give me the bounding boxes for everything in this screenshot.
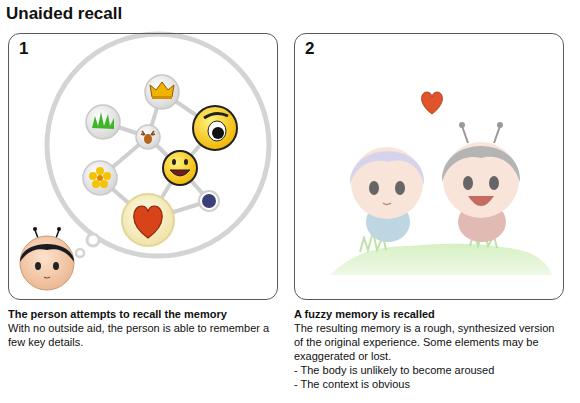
panel-frame: 1	[8, 33, 278, 300]
panel-number: 1	[19, 39, 28, 59]
panel-heading: The person attempts to recall the memory	[8, 307, 278, 321]
page-title: Unaided recall	[6, 4, 122, 24]
memory-icons	[83, 75, 237, 246]
fuzzy-memory	[330, 122, 552, 275]
panel-body: With no outside aid, the person is able …	[8, 321, 278, 349]
panel: 1The person attempts to recall the memor…	[8, 33, 278, 349]
panel-body: The resulting memory is a rough, synthes…	[294, 321, 564, 363]
panel-number: 2	[305, 39, 314, 59]
thought-bubble	[47, 34, 269, 257]
panel-body: - The body is unlikely to become aroused	[294, 363, 564, 377]
panel: 2 A fuzzy memory is recalledThe resulting…	[294, 33, 564, 391]
panel-body: - The context is obvious	[294, 377, 564, 391]
panel-heading: A fuzzy memory is recalled	[294, 307, 564, 321]
panel-frame: 2	[294, 33, 564, 300]
heart	[422, 92, 443, 114]
person-face	[20, 227, 74, 290]
